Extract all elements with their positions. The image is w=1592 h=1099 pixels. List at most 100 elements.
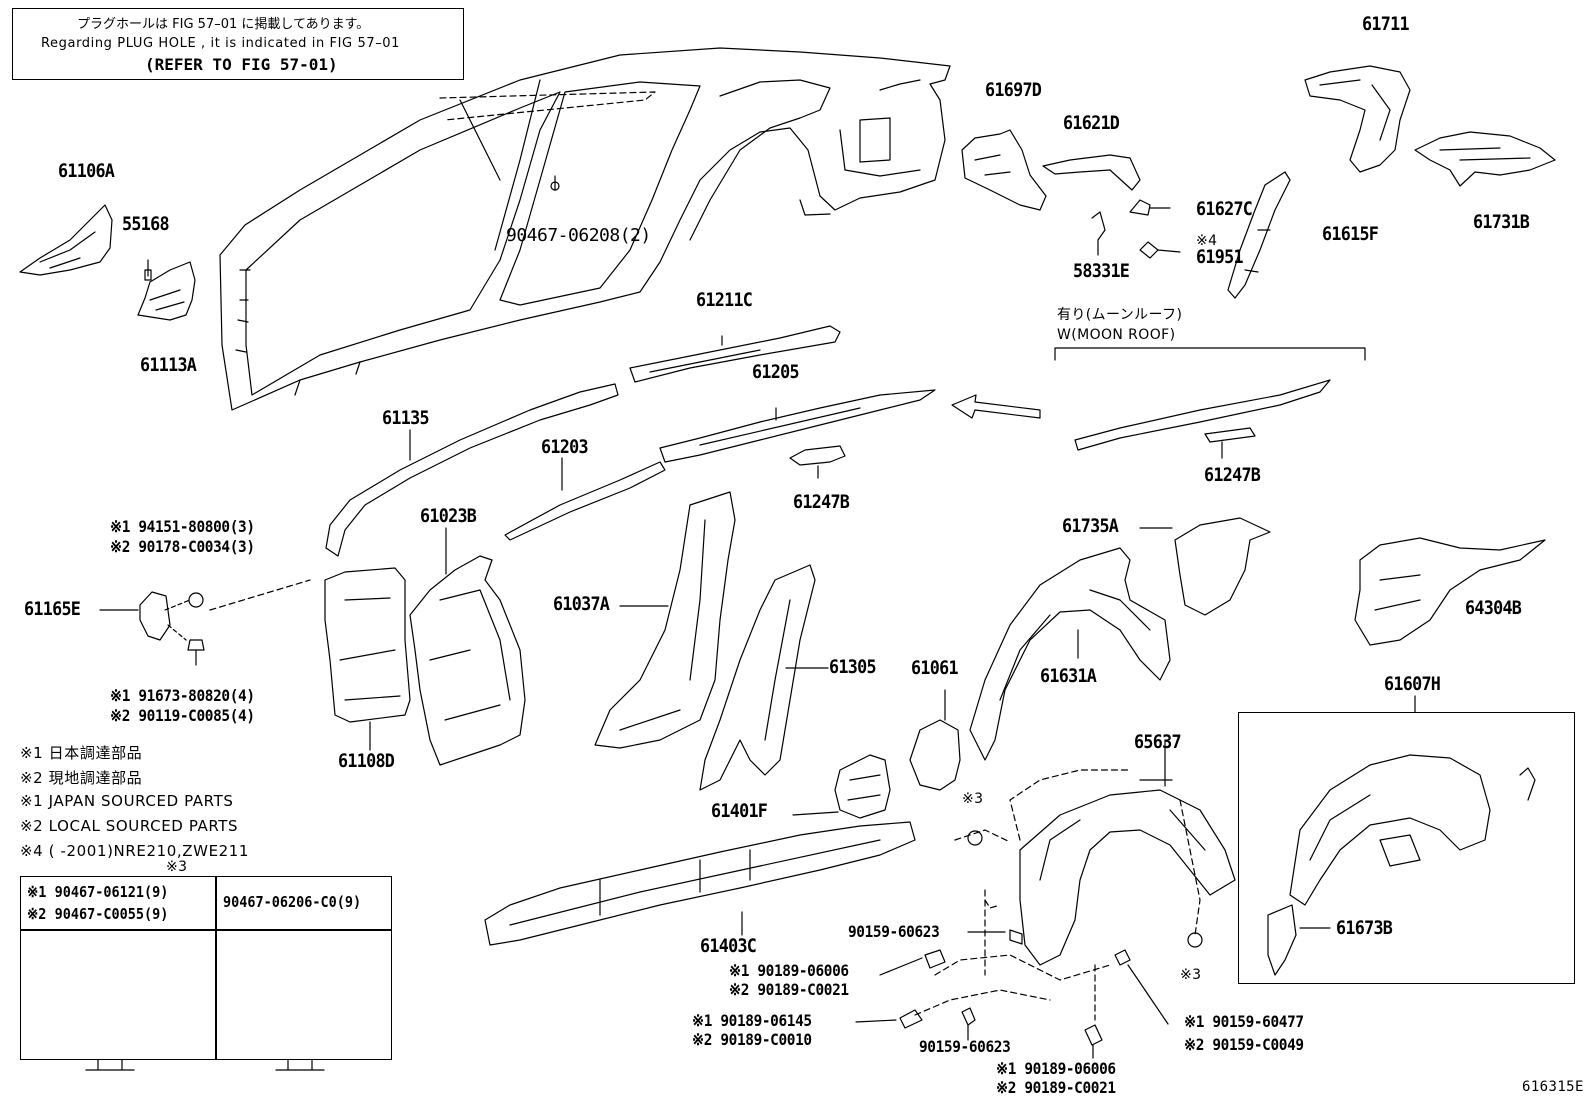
label-61607h[interactable]: 61607H (1384, 673, 1441, 695)
label-61711[interactable]: 61711 (1362, 13, 1410, 35)
label-61731b[interactable]: 61731B (1473, 211, 1530, 233)
part-61113a-shape (137, 261, 196, 321)
note-japanese: プラグホールは FIG 57–01 に掲載してあります。 (77, 17, 370, 32)
legend-local-sourced-en: ※2 LOCAL SOURCED PARTS (20, 817, 239, 835)
part-61247b-right-shape (1204, 427, 1256, 459)
clip-table-right[interactable]: 90467-06206-C0(9) (223, 893, 362, 911)
label-90189-c0021-a[interactable]: ※2 90189-C0021 (729, 980, 849, 999)
label-61247b-left[interactable]: 61247B (793, 491, 850, 513)
label-90189-c0010[interactable]: ※2 90189-C0010 (692, 1030, 812, 1049)
direction-arrow-shape (951, 394, 1041, 419)
label-94151-80800[interactable]: ※1 94151-80800(3) (110, 517, 255, 536)
label-61203[interactable]: 61203 (541, 436, 589, 458)
label-61631a[interactable]: 61631A (1040, 665, 1097, 687)
label-61697d[interactable]: 61697D (985, 79, 1042, 101)
clip-table: ※1 90467-06121(9) ※2 90467-C0055(9) 9046… (20, 876, 392, 1060)
label-90159-c0049[interactable]: ※2 90159-C0049 (1184, 1035, 1304, 1054)
part-61711-shape (1304, 65, 1411, 173)
mark-3-right: ※3 (1180, 967, 1202, 983)
plug-hole-note-box: プラグホールは FIG 57–01 に掲載してあります。 Regarding P… (12, 8, 464, 80)
part-61615f-shape (1227, 171, 1291, 299)
label-61037a[interactable]: 61037A (553, 593, 610, 615)
moon-roof-en: W(MOON ROOF) (1057, 327, 1176, 343)
label-61673b[interactable]: 61673B (1336, 917, 1393, 939)
mark-3-top: ※3 (962, 791, 984, 807)
part-61403c-shape (484, 821, 916, 946)
label-90159-60477[interactable]: ※1 90159-60477 (1184, 1012, 1304, 1031)
label-65637[interactable]: 65637 (1134, 731, 1182, 753)
label-61627c[interactable]: 61627C (1196, 198, 1253, 220)
screw-60623-b-shape (961, 1007, 976, 1026)
label-55168[interactable]: 55168 (122, 213, 170, 235)
part-64304b-shape (1354, 537, 1546, 646)
part-61731b-shape (1414, 131, 1556, 187)
part-61203-shape (504, 461, 666, 541)
label-61061[interactable]: 61061 (911, 657, 959, 679)
label-61135[interactable]: 61135 (382, 407, 430, 429)
label-90467-06208[interactable]: 90467-06208(2) (506, 225, 651, 246)
part-61037a-shape (594, 491, 736, 749)
label-90178-c0034[interactable]: ※2 90178-C0034(3) (110, 537, 255, 556)
label-61106a[interactable]: 61106A (58, 160, 115, 182)
part-61205-shape (659, 389, 936, 463)
part-61621d-shape (1042, 154, 1141, 191)
legend-note-4: ※4 ( -2001)NRE210,ZWE211 (20, 842, 250, 860)
label-61247b-right[interactable]: 61247B (1204, 464, 1261, 486)
clip-table-mark: ※3 (166, 859, 188, 875)
label-58331e[interactable]: 58331E (1073, 260, 1130, 282)
label-61113a[interactable]: 61113A (140, 354, 197, 376)
part-61631a-shape (969, 547, 1171, 761)
moon-roof-jp: 有り(ムーンルーフ) (1057, 307, 1183, 323)
clip-right-shape (1187, 932, 1203, 948)
screw-60477-shape (1114, 949, 1131, 966)
label-90159-60623-a[interactable]: 90159-60623 (848, 922, 940, 941)
label-90159-60623-b[interactable]: 90159-60623 (919, 1037, 1011, 1056)
label-64304b[interactable]: 64304B (1465, 597, 1522, 619)
label-90189-c0021-b[interactable]: ※2 90189-C0021 (996, 1078, 1116, 1097)
clip-top-shape (967, 830, 983, 846)
part-61211c-shape (629, 325, 841, 383)
part-61607h-detail-box (1238, 712, 1575, 984)
label-90189-06145[interactable]: ※1 90189-06145 (692, 1011, 812, 1030)
label-61735a[interactable]: 61735A (1062, 515, 1119, 537)
moon-roof-rail-shape (1074, 379, 1331, 451)
label-61401f[interactable]: 61401F (711, 800, 768, 822)
part-61108d-shape (324, 567, 411, 723)
bolt-91673-shape (187, 639, 205, 651)
part-61023b-shape (409, 555, 526, 766)
part-61607h-shape (1289, 754, 1536, 906)
legend-japan-sourced-jp: ※1 日本調達部品 (20, 744, 143, 762)
legend-japan-sourced-en: ※1 JAPAN SOURCED PARTS (20, 792, 234, 810)
part-61697d-shape (961, 129, 1047, 211)
label-61023b[interactable]: 61023B (420, 505, 477, 527)
part-61061-shape (909, 719, 961, 791)
label-61951[interactable]: 61951 (1196, 246, 1244, 268)
part-61305-shape (699, 564, 816, 791)
label-61108d[interactable]: 61108D (338, 750, 395, 772)
clip-table-left-1[interactable]: ※1 90467-06121(9) (27, 883, 169, 901)
part-61135-shape (325, 383, 619, 557)
label-90119-c0085[interactable]: ※2 90119-C0085(4) (110, 706, 255, 725)
nut-94151-shape (188, 592, 204, 608)
screw-60623-a-shape (1009, 929, 1023, 945)
label-61615f[interactable]: 61615F (1322, 223, 1379, 245)
clip-90189-b-shape (899, 1009, 923, 1029)
label-61205[interactable]: 61205 (752, 361, 800, 383)
label-61211c[interactable]: 61211C (696, 289, 753, 311)
body-side-outer-panel (219, 47, 951, 411)
label-91673-80820[interactable]: ※1 91673-80820(4) (110, 686, 255, 705)
label-61165e[interactable]: 61165E (24, 598, 81, 620)
part-61673b-shape (1267, 904, 1297, 976)
label-61305[interactable]: 61305 (829, 656, 877, 678)
label-61621d[interactable]: 61621D (1063, 112, 1120, 134)
label-90189-06006-a[interactable]: ※1 90189-06006 (729, 961, 849, 980)
figure-id: 616315E (1522, 1079, 1584, 1095)
clip-table-vertical-divider (215, 877, 217, 1059)
clip-90189-c-shape (1084, 1024, 1103, 1046)
clip-90189-a-shape (924, 949, 946, 969)
label-61403c[interactable]: 61403C (700, 935, 757, 957)
clip-table-left-2[interactable]: ※2 90467-C0055(9) (27, 905, 169, 923)
part-61401f-shape (834, 754, 891, 819)
label-90189-06006-b[interactable]: ※1 90189-06006 (996, 1059, 1116, 1078)
